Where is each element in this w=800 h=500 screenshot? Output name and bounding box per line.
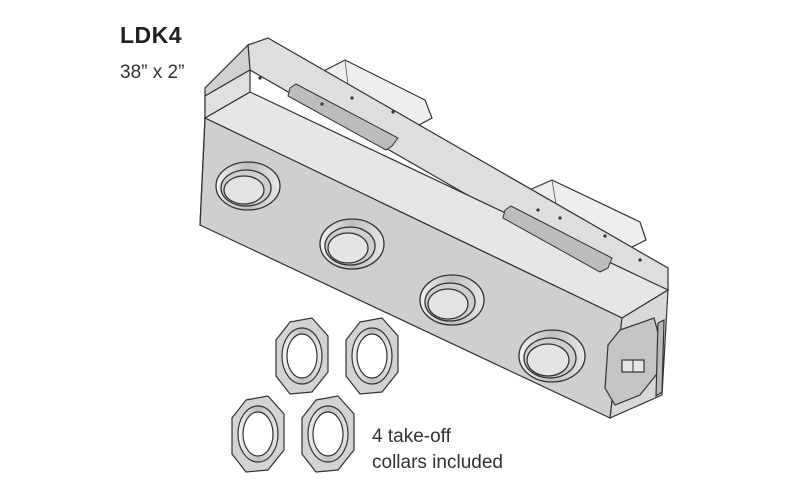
screw-dots xyxy=(258,76,642,262)
collar-3 xyxy=(231,395,285,473)
outlet-4 xyxy=(518,329,586,383)
collar-4 xyxy=(301,395,355,473)
collar-2 xyxy=(345,317,399,395)
slot-rear xyxy=(502,205,613,273)
caption-line-2: collars included xyxy=(372,452,503,473)
caption-line-1: 4 take-off xyxy=(372,426,451,447)
collars-caption: 4 take-off collars included xyxy=(372,424,503,476)
outlet-1 xyxy=(215,161,281,211)
slot-front xyxy=(287,83,399,151)
model-title: LDK4 xyxy=(120,22,183,48)
outlet-2 xyxy=(319,218,385,270)
outlet-3 xyxy=(419,274,485,326)
collar-1 xyxy=(275,317,329,395)
plenum-end-cap xyxy=(604,288,669,419)
model-size: 38” x 2” xyxy=(120,62,185,83)
